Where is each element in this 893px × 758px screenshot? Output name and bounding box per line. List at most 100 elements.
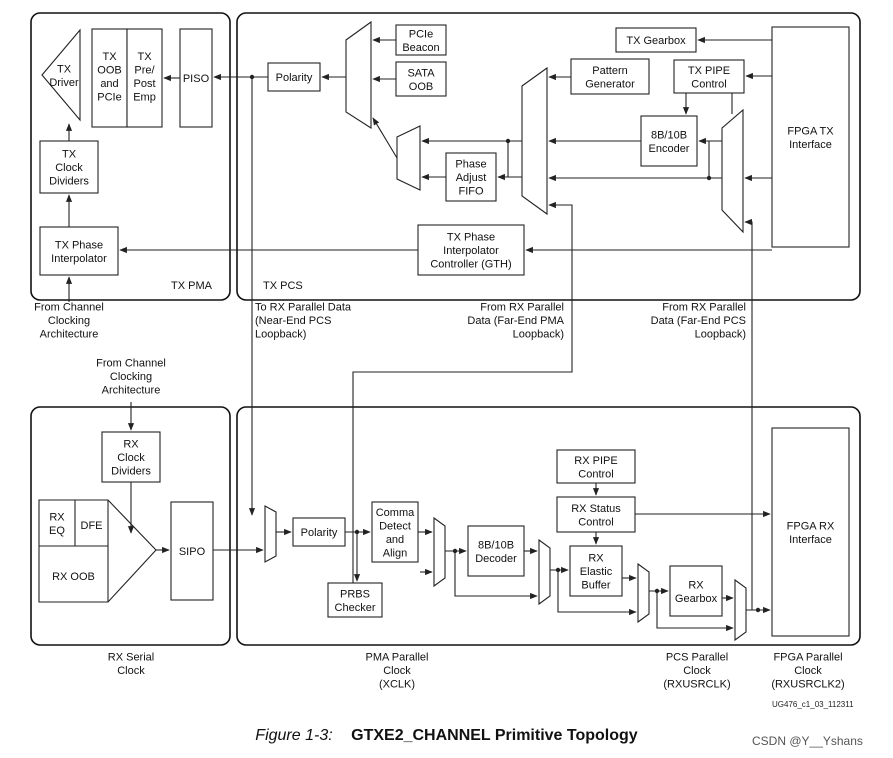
- tx-driver-triangle: [41, 28, 81, 122]
- from-rx-parallel-far-pcs-note-line: From RX Parallel: [662, 302, 746, 314]
- tx-phase-interpolator-controller-block: [417, 224, 525, 276]
- tx-clock-dividers-label-line: Dividers: [49, 176, 89, 188]
- dfe-label-line: DFE: [81, 520, 103, 532]
- tx-phase-interpolator-label-line: TX Phase: [55, 239, 103, 251]
- rx-eq-label-line: EQ: [49, 525, 65, 537]
- fpga-parallel-clock-note-line: (RXUSRCLK2): [771, 679, 844, 691]
- phase-adjust-fifo-label-line: FIFO: [458, 186, 483, 198]
- rx-pipe-control-label-line: RX PIPE: [574, 455, 617, 467]
- tx-polarity-label-line: Polarity: [276, 72, 313, 84]
- piso-label: PISO: [183, 73, 210, 85]
- rx-clock-dividers-label-line: RX: [123, 439, 139, 451]
- 8b10b-decoder-label-line: Decoder: [475, 553, 517, 565]
- rx-decoder-mux: [538, 538, 551, 606]
- pma-parallel-clock-note-line: (XCLK): [379, 679, 415, 691]
- tx-pre-post-emp-label-line: TX: [137, 51, 152, 63]
- pattern-generator-block: [570, 58, 650, 95]
- rx-clock-dividers-block: [101, 431, 161, 483]
- tx-phase-interpolator-label-line: Interpolator: [51, 253, 107, 265]
- pcie-beacon-label-line: PCIe: [409, 28, 433, 40]
- figure-title: GTXE2_CHANNEL Primitive Topology: [351, 727, 638, 744]
- rx-front-end-block: [38, 499, 157, 603]
- rx-elastic-buffer-label-line: Buffer: [581, 580, 610, 592]
- rx-gearbox-label-line: Gearbox: [675, 593, 718, 605]
- pcs-parallel-clock-note-line: PCS Parallel: [666, 652, 728, 664]
- pattern-generator-label-line: Generator: [585, 78, 635, 90]
- tx-oob-pcie-block: [91, 28, 128, 128]
- fpga-parallel-clock-note-line: FPGA Parallel: [773, 652, 842, 664]
- tx-gearbox-label: TX Gearbox: [626, 35, 686, 47]
- tx-polarity-label: Polarity: [276, 72, 313, 84]
- tx-output-mux: [345, 20, 372, 130]
- rx-elastic-buffer-label-line: Elastic: [580, 566, 613, 578]
- rx-pipe-control-label-line: Control: [578, 468, 613, 480]
- to-rx-parallel-data-note-line: Loopback): [255, 329, 306, 341]
- 8b10b-decoder-block: [467, 525, 525, 577]
- rx-gearbox-label: RX Gearbox: [675, 579, 718, 605]
- rx-elastic-buffer-block: [569, 545, 623, 597]
- rx-gearbox-label-line: RX: [688, 579, 704, 591]
- prbs-checker-label-line: Checker: [335, 602, 376, 614]
- tx-phase-interpolator-controller-label-line: TX Phase: [447, 232, 495, 244]
- rx-polarity-label: Polarity: [301, 527, 338, 539]
- rx-serial-clock-note-line: Clock: [117, 665, 145, 677]
- prbs-checker-block: [327, 582, 383, 618]
- tx-oob-pcie-label-line: and: [100, 78, 118, 90]
- comma-detect-align-label-line: Comma: [376, 507, 415, 519]
- tx-clock-dividers-block: [39, 140, 99, 194]
- to-rx-parallel-data-note: To RX Parallel Data(Near-End PCSLoopback…: [255, 302, 352, 341]
- tx-phase-mux: [396, 125, 421, 191]
- tx-driver-label-line: Driver: [49, 77, 79, 89]
- tx-pre-post-emp-label-line: Emp: [133, 91, 156, 103]
- comma-detect-align-label-line: Detect: [379, 520, 411, 532]
- pcie-beacon-label-line: Beacon: [402, 42, 439, 54]
- from-channel-clocking-tx-note-line: Architecture: [40, 329, 99, 341]
- comma-detect-align-block: [371, 501, 419, 563]
- prbs-checker-label-line: PRBS: [340, 588, 370, 600]
- rx-wires: [127, 402, 771, 632]
- phase-adjust-fifo-label-line: Adjust: [456, 172, 487, 184]
- rx-oob-label: RX OOB: [52, 571, 95, 583]
- 8b10b-encoder-label-line: 8B/10B: [651, 129, 687, 141]
- figure-number: Figure 1-3:: [255, 727, 333, 744]
- rx-gearbox-block: [669, 565, 723, 617]
- tx-clock-dividers-label-line: Clock: [55, 162, 83, 174]
- rx-gearbox-mux: [734, 578, 747, 642]
- piso-label-line: PISO: [183, 73, 210, 85]
- tx-pipe-control-label-line: Control: [691, 78, 726, 90]
- rx-input-mux: [264, 505, 277, 563]
- document-id: UG476_c1_03_112311: [772, 700, 854, 709]
- rx-serial-clock-note-line: RX Serial: [108, 651, 154, 663]
- rx-polarity-label-line: Polarity: [301, 527, 338, 539]
- from-rx-parallel-far-pcs-note-line: Loopback): [695, 329, 746, 341]
- sata-oob-block: [395, 61, 447, 97]
- tx-pipe-control-block: [673, 59, 745, 94]
- tx-pcs-region: [236, 12, 861, 301]
- pma-parallel-clock-note-line: Clock: [383, 665, 411, 677]
- tx-encoder-mux: [721, 108, 744, 234]
- pcs-parallel-clock-note-line: Clock: [683, 665, 711, 677]
